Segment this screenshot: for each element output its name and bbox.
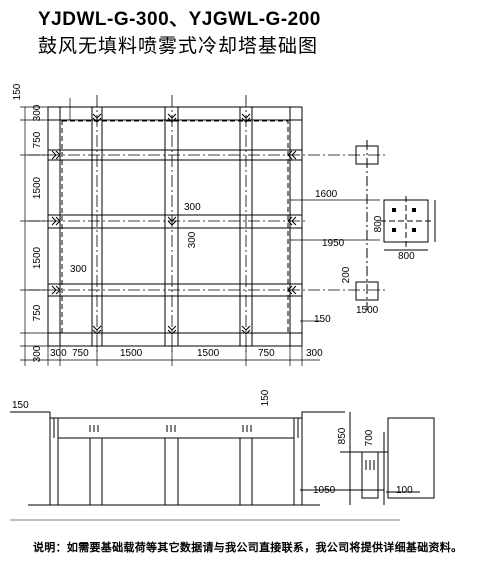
dim-inner-300-c: 300 (70, 264, 87, 275)
dim-bottom-1500-b: 1500 (197, 348, 220, 359)
dim-top-150: 150 (12, 83, 23, 100)
section-dim-700: 700 (364, 429, 375, 446)
pump-footing (361, 451, 379, 499)
section-dim-1050: 1050 (313, 485, 336, 496)
right-pads (355, 140, 436, 310)
dim-left-1500-b: 1500 (32, 246, 43, 269)
plan-outer-slab (47, 106, 303, 347)
dim-left-300: 300 (32, 104, 43, 121)
dim-bottom-750: 750 (72, 348, 89, 359)
dim-150-right: 150 (314, 314, 331, 325)
dim-left-1500-a: 1500 (32, 176, 43, 199)
dim-bottom-750-b: 750 (258, 348, 275, 359)
drawing-title-models: YJDWL-G-300、YJGWL-G-200 (38, 9, 321, 30)
dim-left-750: 750 (32, 131, 43, 148)
pad-width-800: 800 (398, 251, 415, 262)
section-dim-850: 850 (337, 427, 348, 444)
dim-200: 200 (341, 266, 352, 283)
section-view (10, 411, 435, 521)
pad-main-bolts (392, 208, 416, 232)
plan-dimension-lines (20, 98, 380, 366)
section-dim-100: 100 (396, 485, 413, 496)
dim-bottom-1500-a: 1500 (120, 348, 143, 359)
dim-bottom-300-b: 300 (306, 348, 323, 359)
plan-centre-lines (28, 95, 385, 355)
pad-height-800: 800 (373, 215, 384, 232)
plan-inner-outline (61, 120, 289, 334)
dim-bottom-300: 300 (50, 348, 67, 359)
dim-left-300-b: 300 (32, 345, 43, 362)
dim-1500-right: 1500 (356, 305, 379, 316)
anchor-markers (51, 113, 297, 335)
drawing-title-description: 鼓风无填料喷雾式冷却塔基础图 (38, 35, 319, 57)
pad-bottom (355, 281, 379, 301)
dim-left-750-b: 750 (32, 304, 43, 321)
dim-1600: 1600 (315, 189, 338, 200)
section-dim-150-top: 150 (260, 389, 271, 406)
pump-pedestal (387, 417, 435, 499)
dim-inner-300-a: 300 (184, 202, 201, 213)
section-dim-150-left: 150 (12, 400, 29, 411)
dim-1950: 1950 (322, 238, 345, 249)
dim-inner-300-b: 300 (187, 231, 198, 248)
drawing-note: 说明：如需要基础载荷等其它数据请与我公司直接联系，我公司将提供详细基础资料。 (33, 541, 463, 554)
